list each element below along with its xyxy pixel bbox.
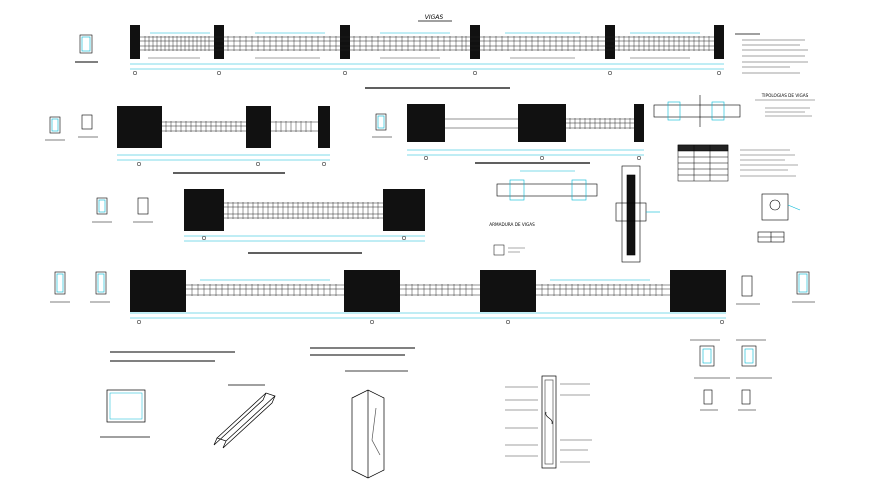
beam-1-axis-markers (132, 70, 722, 76)
beam-elevation-4 (184, 189, 425, 254)
beam-1-rebar (140, 36, 714, 51)
armadura-title: ARMADURA DE VIGAS (489, 222, 535, 227)
column-reinforcement-detail (505, 375, 592, 469)
isometric-channel (213, 384, 276, 449)
small-section-details (690, 339, 772, 411)
beam-1-columns (130, 25, 724, 59)
section-detail-3 (372, 113, 392, 138)
joint-plan-detail (496, 170, 598, 201)
armadura-icon (493, 244, 525, 256)
stirrup-section-detail (100, 389, 150, 438)
notes-block (735, 33, 808, 74)
sheet-title: VIGAS (425, 14, 444, 21)
column-elevation (615, 165, 660, 263)
schedule-notes (740, 149, 798, 177)
tipologia-title: TIPOLOGIAS DE VIGAS (761, 93, 809, 98)
hook-detail (757, 193, 801, 243)
section-detail-2 (45, 114, 98, 141)
caption-lines-bottom (110, 347, 415, 362)
tipologia-notes (755, 99, 815, 117)
isometric-column-detail (345, 370, 408, 479)
beam-1-stirrups (144, 36, 710, 51)
beam-elevation-2 (117, 106, 330, 174)
beam-elevation-1 (130, 25, 724, 89)
section-detail-5 (50, 271, 815, 305)
rebar-schedule-table (677, 144, 729, 182)
section-detail-1 (75, 34, 98, 63)
beam-1-dimensions (130, 32, 724, 70)
section-detail-4 (92, 197, 153, 223)
beam-plan-detail (653, 95, 741, 127)
beam-elevation-5 (130, 270, 726, 325)
beam-elevation-3 (407, 104, 644, 164)
